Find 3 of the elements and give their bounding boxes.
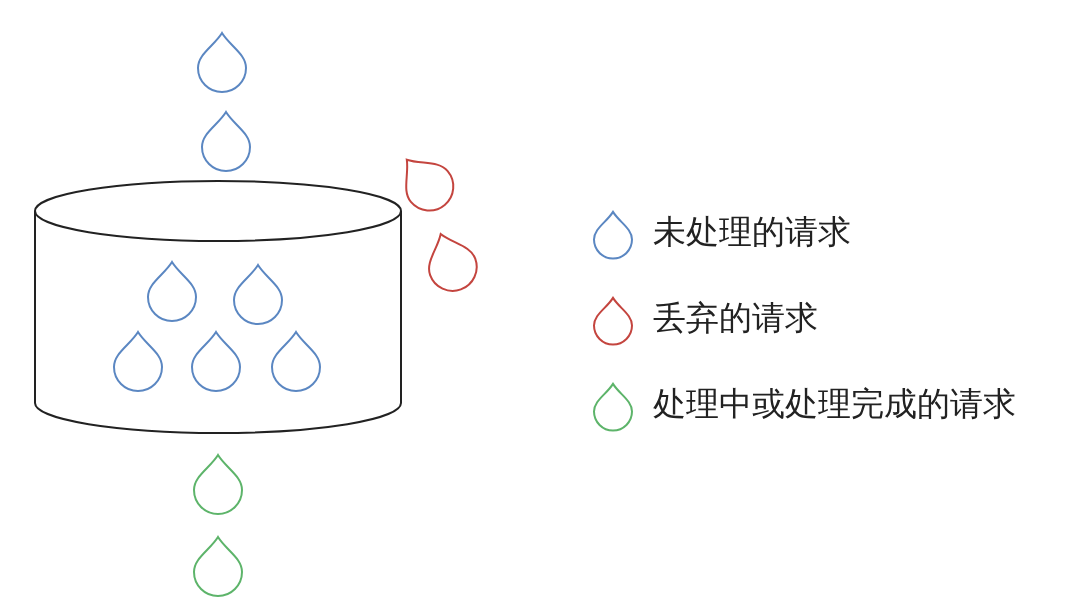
legend-text: 处理中或处理完成的请求 [653,384,1016,424]
legend-text: 未处理的请求 [653,212,851,252]
legend-text: 丢弃的请求 [653,298,818,338]
